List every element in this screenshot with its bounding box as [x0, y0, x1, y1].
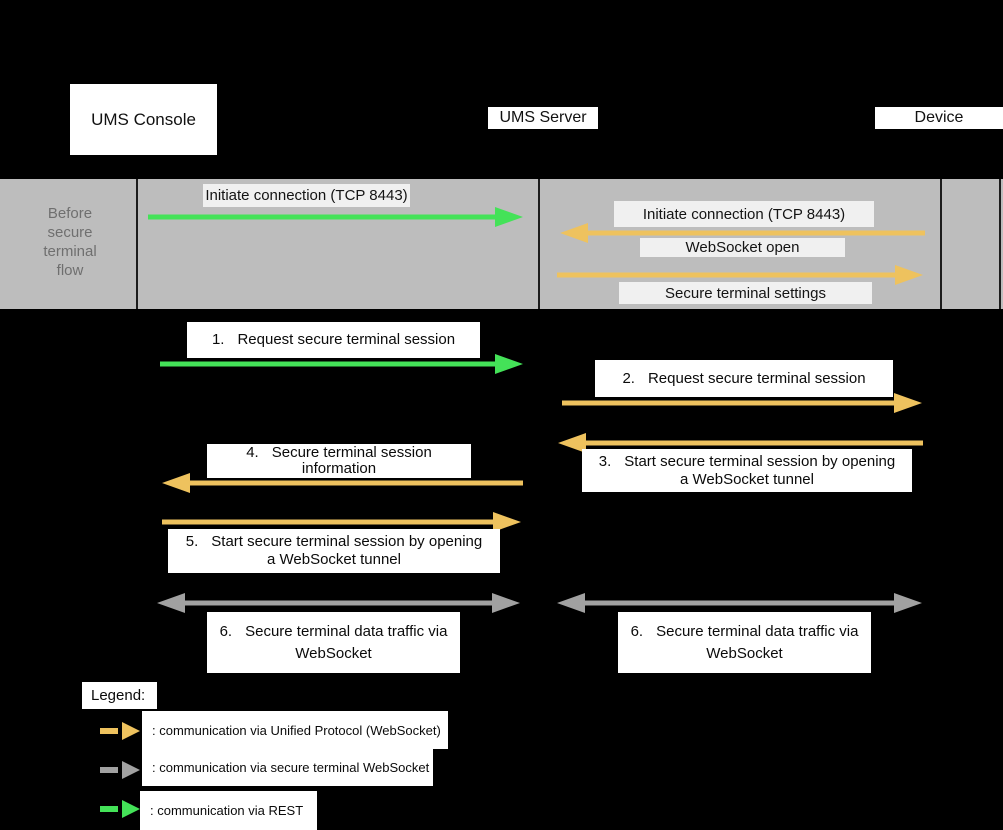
- arrowhead-left: [162, 473, 190, 493]
- actor-ums-server-label: UMS Server: [499, 109, 587, 126]
- unified-arrow-initiate-connection: [560, 221, 925, 245]
- actor-device: Device: [875, 107, 1003, 129]
- pre-flow-band-label: Before secure terminal flow: [43, 205, 97, 279]
- arrowhead-right: [895, 265, 923, 285]
- step3-text-line1: Start secure terminal session by opening: [624, 452, 896, 470]
- arrowhead-left: [157, 593, 185, 613]
- lifeline-ums-console: [136, 179, 138, 309]
- unified-arrow-step3: [558, 431, 923, 455]
- arrowhead-right: [122, 761, 140, 779]
- lifeline-ums-server: [538, 179, 540, 309]
- rest-arrow-step1: [160, 352, 523, 376]
- step6-left-text-line1: Secure terminal data traffic via: [245, 622, 448, 640]
- step3-text-line2: a WebSocket tunnel: [680, 470, 814, 488]
- arrowhead-right: [492, 593, 520, 613]
- unified-arrow-secure-terminal-settings: [557, 263, 923, 287]
- step2-number: 2.: [622, 369, 635, 387]
- step1-number: 1.: [211, 331, 225, 348]
- unified-arrow-step5: [162, 510, 521, 534]
- unified-arrow-step4: [162, 471, 523, 495]
- arrowhead-right: [495, 354, 523, 374]
- band-message-initiate-connection-rest: Initiate connection (TCP 8443): [203, 184, 410, 207]
- step5-label: 5. Start secure terminal session by openi…: [168, 529, 500, 573]
- step3-number: 3.: [598, 452, 612, 470]
- actor-ums-console: UMS Console: [70, 84, 217, 155]
- step2-label: 2. Request secure terminal session: [595, 360, 893, 397]
- lifeline-device: [940, 179, 942, 309]
- actor-device-label: Device: [914, 109, 964, 126]
- step2-text: Request secure terminal session: [647, 369, 866, 387]
- band-message-initiate-connection-unified: Initiate connection (TCP 8443): [614, 201, 874, 227]
- step6-left-number: 6.: [219, 622, 233, 640]
- arrowhead-right: [493, 512, 521, 532]
- band-message-secure-terminal-settings: Secure terminal settings: [619, 282, 872, 304]
- arrowhead-right: [122, 722, 140, 740]
- step4-text-line2: information: [301, 460, 377, 477]
- legend-title: Legend:: [82, 682, 157, 709]
- step5-text-line1: Start secure terminal session by opening: [211, 533, 483, 550]
- legend-rest-arrow-icon: [100, 797, 140, 821]
- actor-ums-server: UMS Server: [488, 107, 598, 129]
- rest-arrow-initiate-connection: [148, 205, 523, 229]
- legend-secure-websocket-arrow-icon: [100, 758, 140, 782]
- secure-websocket-arrow-step6-left: [157, 591, 520, 615]
- actor-ums-console-label: UMS Console: [91, 109, 196, 129]
- arrowhead-left: [558, 433, 586, 453]
- step4-number: 4.: [246, 444, 259, 461]
- arrowhead-left: [560, 223, 588, 243]
- step6-left-text-line2: WebSocket: [295, 644, 372, 662]
- step6-left-label: 6. Secure terminal data traffic via WebSo…: [207, 612, 460, 673]
- step6-right-text-line1: Secure terminal data traffic via: [656, 622, 859, 640]
- step4-label: 4. Secure terminal session information: [207, 444, 471, 478]
- step4-text-line1: Secure terminal session: [271, 444, 432, 461]
- arrowhead-right: [122, 800, 140, 818]
- secure-websocket-arrow-step6-right: [557, 591, 922, 615]
- legend-unified-protocol-label: : communication via Unified Protocol (We…: [142, 711, 448, 749]
- step1-text: Request secure terminal session: [237, 331, 456, 348]
- arrowhead-right: [894, 393, 922, 413]
- arrowhead-right: [894, 593, 922, 613]
- legend-rest-label: : communication via REST: [140, 791, 317, 830]
- step5-number: 5.: [185, 533, 199, 550]
- step6-right-text-line2: WebSocket: [706, 644, 783, 662]
- step6-right-label: 6. Secure terminal data traffic via WebSo…: [618, 612, 871, 673]
- step5-text-line2: a WebSocket tunnel: [267, 551, 401, 568]
- diagram-right-edge: [999, 179, 1001, 309]
- arrowhead-right: [495, 207, 523, 227]
- legend-secure-websocket-label: : communication via secure terminal WebS…: [142, 749, 433, 786]
- legend-unified-protocol-arrow-icon: [100, 719, 140, 743]
- band-message-websocket-open: WebSocket open: [640, 238, 845, 257]
- step1-label: 1. Request secure terminal session: [187, 322, 480, 358]
- arrowhead-left: [557, 593, 585, 613]
- step3-label: 3. Start secure terminal session by openi…: [582, 449, 912, 492]
- step6-right-number: 6.: [630, 622, 644, 640]
- unified-arrow-step2: [562, 391, 922, 415]
